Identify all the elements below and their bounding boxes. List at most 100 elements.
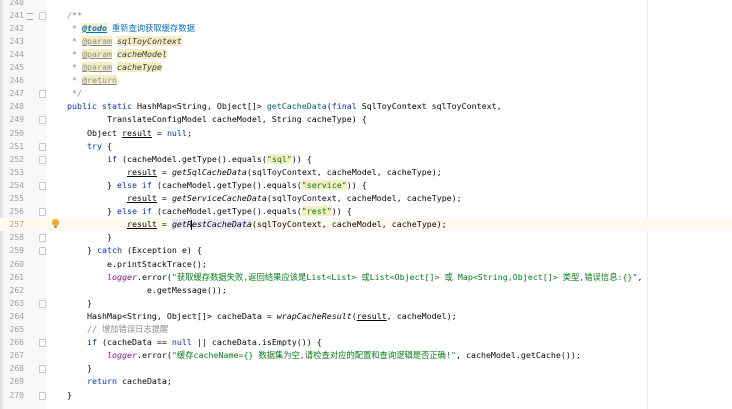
code-line[interactable]: 243 * @param sqlToyContext (0, 35, 732, 48)
fold-marker-icon[interactable] (39, 339, 46, 348)
fold-marker-icon[interactable] (39, 365, 46, 374)
line-number[interactable]: 249 (9, 115, 24, 125)
line-number[interactable]: 266 (9, 338, 24, 348)
code-line[interactable]: 267 logger.error("缓存cacheName={} 数据集为空,请… (0, 349, 732, 362)
fold-marker-icon[interactable] (39, 11, 46, 20)
line-number[interactable]: 253 (9, 167, 24, 177)
code-token: @param (82, 62, 112, 72)
code-line[interactable]: 270} (0, 389, 732, 402)
code-line[interactable]: 253 result = getSqlCacheData(sqlToyConte… (0, 166, 732, 179)
code-line[interactable]: 259 } catch (Exception e) { (0, 244, 732, 257)
code-line[interactable]: 256 } else if (cacheModel.getType().equa… (0, 205, 732, 218)
code-token: )) { (291, 153, 312, 164)
line-number[interactable]: 265 (9, 325, 24, 334)
code-line[interactable]: 249 TranslateConfigModel cacheModel, Str… (0, 113, 732, 126)
line-number[interactable]: 251 (9, 141, 24, 151)
code-line[interactable]: 247 */ (0, 87, 732, 100)
fold-marker-icon[interactable] (39, 116, 46, 125)
line-number[interactable]: 268 (9, 364, 24, 374)
code-token: } (67, 179, 117, 190)
code-line[interactable]: 258 } (0, 231, 732, 244)
fold-marker-icon[interactable] (39, 155, 46, 164)
line-number[interactable]: 245 (9, 63, 24, 72)
code-line[interactable]: 245 * @param cacheType (0, 61, 732, 74)
code-line[interactable]: 250 Object result = null; (0, 127, 732, 140)
line-number[interactable]: 260 (9, 259, 24, 269)
code-line[interactable]: 242 * @todo 重新查询获取缓存数据 (0, 22, 732, 35)
code-line[interactable]: 254 } else if (cacheModel.getType().equa… (0, 179, 732, 192)
code-token: || cacheData.isEmpty()) { (191, 337, 322, 348)
line-number[interactable]: 257 (9, 220, 24, 230)
line-number[interactable]: 264 (9, 311, 24, 321)
line-number[interactable]: 258 (9, 233, 24, 243)
code-text: } (67, 362, 92, 375)
intention-bulb-icon[interactable] (52, 219, 59, 229)
line-number[interactable]: 270 (9, 390, 24, 400)
code-line[interactable]: 269 return cacheData; (0, 375, 732, 388)
line-number[interactable]: 248 (9, 102, 24, 112)
fold-marker-icon[interactable] (39, 142, 46, 151)
fold-marker-icon[interactable] (39, 90, 46, 99)
line-number[interactable]: 246 (9, 76, 24, 86)
fold-marker-icon[interactable] (39, 234, 46, 243)
code-line[interactable]: 260 e.printStackTrace(); (0, 258, 732, 271)
code-line[interactable]: 268 } (0, 362, 732, 375)
line-number[interactable]: 269 (9, 377, 24, 387)
code-token: } (67, 297, 92, 308)
code-token: = (156, 219, 172, 230)
line-number[interactable]: 254 (9, 180, 24, 190)
code-line[interactable]: 264 HashMap<String, Object[]> cacheData … (0, 310, 732, 323)
code-token (67, 376, 87, 386)
line-number[interactable]: 256 (9, 207, 24, 217)
fold-marker-icon[interactable] (39, 247, 46, 256)
rendered-doc-icon[interactable] (27, 12, 33, 20)
code-token: = (156, 166, 172, 177)
fold-marker-icon[interactable] (39, 299, 46, 308)
line-number[interactable]: 259 (9, 246, 24, 256)
line-number[interactable]: 255 (9, 194, 24, 203)
code-token: "获取缓存数据失败,返回结果应该是List<List> 或List<Object… (171, 271, 638, 282)
line-number[interactable]: 263 (9, 298, 24, 308)
code-line[interactable]: 246 * @return (0, 74, 732, 87)
fold-marker-icon[interactable] (39, 181, 46, 190)
line-number[interactable]: 240 (9, 0, 24, 7)
code-line[interactable]: 265 // 增加错误日志提醒 (0, 323, 732, 336)
line-number[interactable]: 267 (9, 351, 24, 361)
code-text: } else if (cacheModel.getType().equals("… (67, 205, 352, 218)
code-line[interactable]: 255 result = getServiceCacheData(sqlToyC… (0, 192, 732, 205)
code-token (67, 154, 107, 164)
code-line[interactable]: 240 (0, 0, 732, 9)
fold-marker-icon[interactable] (39, 208, 46, 217)
line-number[interactable]: 252 (9, 154, 24, 164)
code-line[interactable]: 263 } (0, 297, 732, 310)
code-line[interactable]: 261 logger.error("获取缓存数据失败,返回结果应该是List<L… (0, 271, 732, 284)
code-token: )) { (346, 179, 367, 190)
code-text: TranslateConfigModel cacheModel, String … (67, 113, 367, 126)
line-number[interactable]: 247 (9, 89, 24, 99)
line-number[interactable]: 262 (9, 285, 24, 295)
line-number[interactable]: 250 (9, 128, 24, 138)
code-line[interactable]: 266 if (cacheData == null || cacheData.i… (0, 336, 732, 349)
code-text: */ (67, 87, 82, 100)
code-token: (sqlToyContext, cacheModel, cacheType); (266, 193, 462, 203)
fold-marker-icon[interactable] (39, 391, 46, 400)
code-line[interactable]: 251 try { (0, 140, 732, 153)
line-number[interactable]: 243 (9, 36, 24, 46)
code-line[interactable]: 241/** (0, 9, 732, 22)
code-token: @param (82, 48, 112, 59)
line-number[interactable]: 244 (9, 49, 24, 59)
code-line[interactable]: 252 if (cacheModel.getType().equals("sql… (0, 153, 732, 166)
code-line[interactable]: 262 e.getMessage()); (0, 284, 732, 297)
code-text: * @param sqlToyContext (67, 35, 182, 48)
code-token: .error( (136, 350, 172, 361)
code-token: "缓存cacheName={} 数据集为空,请检查对应的配置和查询逻辑是否正确!… (171, 350, 456, 361)
line-number[interactable]: 242 (9, 23, 24, 33)
code-line[interactable]: 244 * @param cacheModel (0, 48, 732, 61)
code-token: "sql" (266, 153, 292, 164)
code-token: */ (67, 88, 82, 99)
code-line[interactable]: 257 result = getRestCacheData(sqlToyCont… (0, 218, 732, 232)
line-number[interactable]: 261 (9, 272, 24, 282)
code-text: e.getMessage()); (67, 284, 227, 297)
line-number[interactable]: 241 (9, 10, 24, 20)
